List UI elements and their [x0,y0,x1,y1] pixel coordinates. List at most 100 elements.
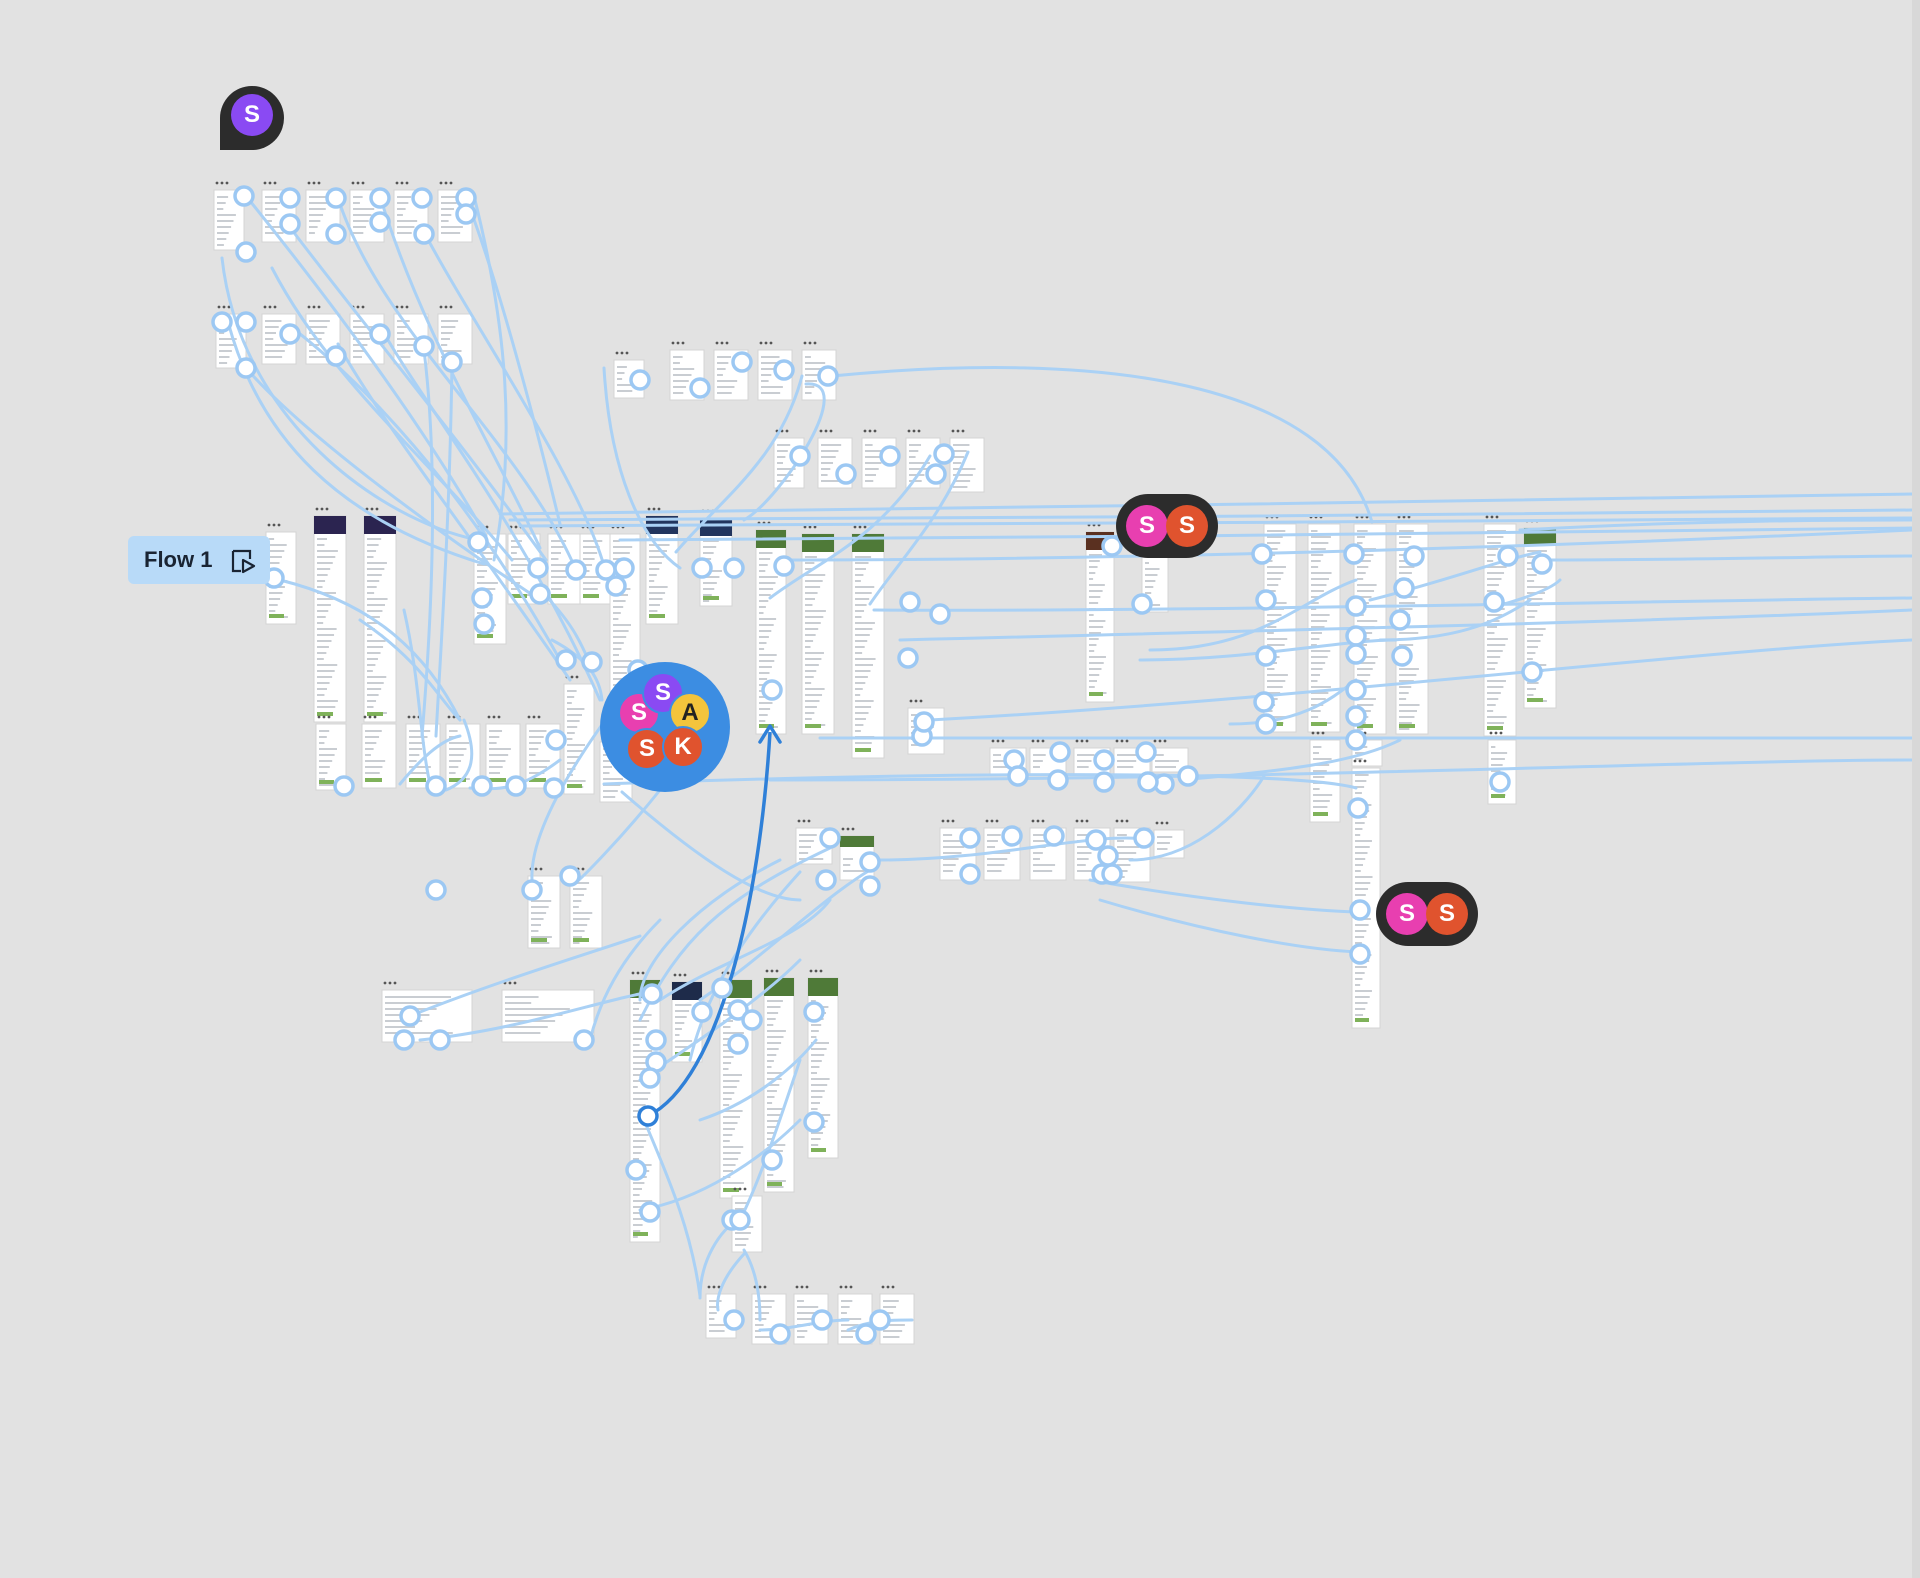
connection-node[interactable] [327,189,345,207]
connection-node[interactable] [713,979,731,997]
connection-node[interactable] [213,313,231,331]
connection-node[interactable] [1347,731,1365,749]
connection-node[interactable] [567,561,585,579]
connection-node[interactable] [327,225,345,243]
connection-node[interactable] [237,313,255,331]
connection-node[interactable] [805,1003,823,1021]
connection-node[interactable] [693,559,711,577]
flow-starting-point[interactable]: Flow 1 [128,536,270,584]
connection-node[interactable] [961,829,979,847]
connection-node[interactable] [693,1003,711,1021]
connection-node[interactable] [1523,663,1541,681]
connection-node[interactable] [837,465,855,483]
connection-node[interactable] [731,1211,749,1229]
connection-node[interactable] [1095,773,1113,791]
connection-node[interactable] [961,865,979,883]
connection-node[interactable] [1395,579,1413,597]
connection-node[interactable] [547,731,565,749]
avatar-pair-bottom-2[interactable]: S [1426,893,1468,935]
connection-node[interactable] [819,367,837,385]
play-frame-icon[interactable] [230,548,256,574]
connection-node[interactable] [469,533,487,551]
connection-node[interactable] [507,777,525,795]
connection-node[interactable] [813,1311,831,1329]
connection-node[interactable] [1347,627,1365,645]
connection-node[interactable] [523,881,541,899]
connection-node[interactable] [1103,865,1121,883]
connection-node[interactable] [821,829,839,847]
connection-node[interactable] [1087,831,1105,849]
connection-node[interactable] [725,1311,743,1329]
connection-node[interactable] [857,1325,875,1343]
connection-node[interactable] [647,1031,665,1049]
avatar-pair-bottom-1[interactable]: S [1386,893,1428,935]
connection-node[interactable] [817,871,835,889]
connection-node[interactable] [725,559,743,577]
connection-node[interactable] [1257,591,1275,609]
connection-node[interactable] [529,559,547,577]
connection-node[interactable] [1345,545,1363,563]
connection-node[interactable] [371,189,389,207]
connection-node[interactable] [1253,545,1271,563]
connection-node[interactable] [899,649,917,667]
connection-node[interactable] [733,353,751,371]
connection-node[interactable] [927,465,945,483]
connection-node[interactable] [931,605,949,623]
connection-node[interactable] [371,213,389,231]
connection-node[interactable] [583,653,601,671]
connection-node[interactable] [691,379,709,397]
connection-node[interactable] [413,189,431,207]
connection-node[interactable] [1499,547,1517,565]
connection-node[interactable] [861,853,879,871]
connection-node[interactable] [881,447,899,465]
connection-node[interactable] [473,589,491,607]
connection-node[interactable] [1533,555,1551,573]
connection-node[interactable] [763,1151,781,1169]
connection-node[interactable] [641,1203,659,1221]
connection-node[interactable] [1137,743,1155,761]
connection-node[interactable] [1351,901,1369,919]
connection-node[interactable] [1003,827,1021,845]
connection-node[interactable] [1049,771,1067,789]
connection-node[interactable] [371,325,389,343]
connection-node[interactable] [1347,707,1365,725]
connection-node[interactable] [1347,681,1365,699]
connection-node[interactable] [557,651,575,669]
avatar-pair-top-2[interactable]: S [1166,505,1208,547]
connection-node[interactable] [531,585,549,603]
connection-node[interactable] [935,445,953,463]
connection-node[interactable] [1135,829,1153,847]
connection-node[interactable] [607,577,625,595]
connection-node[interactable] [561,867,579,885]
connection-node[interactable] [235,187,253,205]
connection-node[interactable] [473,777,491,795]
connection-node[interactable] [281,325,299,343]
connection-node[interactable] [775,361,793,379]
connection-node[interactable] [775,557,793,575]
connection-node[interactable] [1051,743,1069,761]
connection-node[interactable] [1405,547,1423,565]
connection-node[interactable] [1391,611,1409,629]
connection-node[interactable] [1179,767,1197,785]
connection-node[interactable] [415,337,433,355]
connection-node[interactable] [327,347,345,365]
active-connection-node[interactable] [639,1107,657,1125]
connection-node[interactable] [443,353,461,371]
connection-node[interactable] [729,1035,747,1053]
connection-node[interactable] [1347,597,1365,615]
avatar-cluster-5[interactable]: K [662,726,704,768]
connection-node[interactable] [631,371,649,389]
connection-node[interactable] [1491,773,1509,791]
connection-node[interactable] [475,615,493,633]
connection-node[interactable] [401,1007,419,1025]
connection-node[interactable] [431,1031,449,1049]
connection-node[interactable] [1393,647,1411,665]
connection-node[interactable] [771,1325,789,1343]
connection-node[interactable] [575,1031,593,1049]
connection-node[interactable] [335,777,353,795]
connection-node[interactable] [763,681,781,699]
connection-node[interactable] [1257,647,1275,665]
connection-node[interactable] [1045,827,1063,845]
connection-node[interactable] [805,1113,823,1131]
